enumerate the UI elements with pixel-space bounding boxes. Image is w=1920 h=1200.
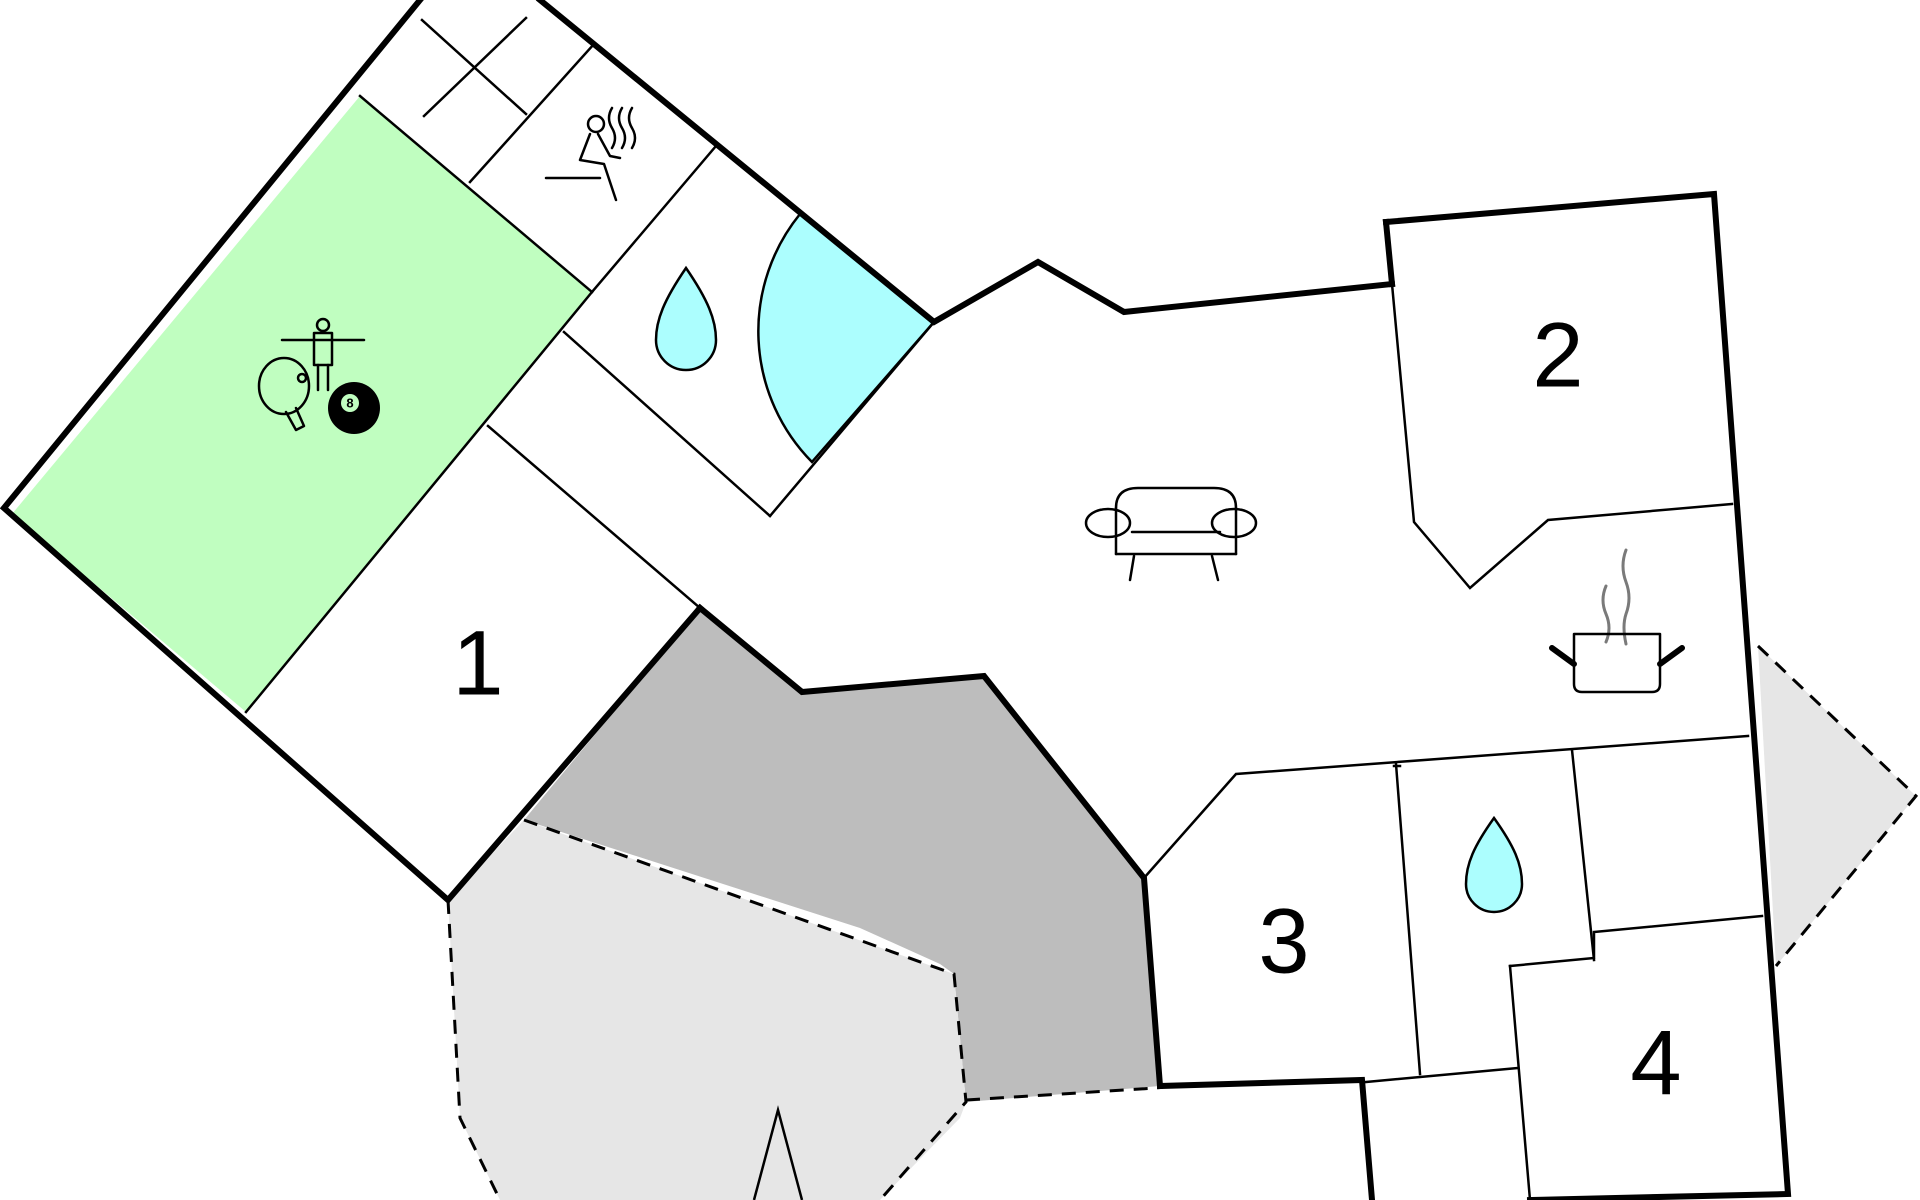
interior-wall xyxy=(1508,964,1532,1200)
terrace-outline xyxy=(965,1086,1157,1102)
water-drop-icon xyxy=(1464,815,1524,914)
table-tennis-icon xyxy=(257,356,311,432)
outer-wall-east xyxy=(1382,190,1792,1200)
terrace-outline xyxy=(446,899,502,1200)
foosball-icon xyxy=(280,317,366,392)
room-number: 3 xyxy=(1258,890,1309,992)
sauna-icon xyxy=(544,106,637,202)
interior-wall xyxy=(1142,734,1750,880)
room-number: 2 xyxy=(1532,304,1583,406)
terrace-outline xyxy=(1756,644,1919,967)
interior-wall xyxy=(358,94,594,294)
water-drop-icon xyxy=(654,265,718,372)
billiard-ball-icon: 8 xyxy=(328,382,380,434)
outer-wall-west xyxy=(0,0,705,905)
interior-wall xyxy=(244,290,594,714)
interior-wall xyxy=(1364,1066,1520,1084)
interior-wall xyxy=(1570,748,1596,962)
outer-wall-south xyxy=(1156,1076,1376,1200)
room-number: 4 xyxy=(1630,1012,1681,1114)
open-terrace-east xyxy=(1758,646,1916,966)
billiard-ball-label: 8 xyxy=(346,395,353,410)
interior-wall xyxy=(768,320,936,518)
outer-wall-north xyxy=(535,0,1396,326)
interior-wall xyxy=(590,144,718,294)
terrace-outline xyxy=(523,818,968,1200)
covered-terrace xyxy=(524,608,1160,1102)
entrance-marker xyxy=(752,1105,804,1200)
hot-tub xyxy=(757,212,936,464)
interior-wall xyxy=(486,424,702,610)
open-terrace-south xyxy=(448,820,966,1200)
interior-wall xyxy=(1390,282,1734,590)
interior-wall xyxy=(422,16,528,118)
interior-wall xyxy=(562,330,772,518)
outer-wall-notch xyxy=(1382,218,1396,288)
sofa-icon xyxy=(1084,486,1258,582)
interior-wall xyxy=(468,42,596,184)
interior-wall xyxy=(1394,762,1422,1076)
interior-wall xyxy=(1508,914,1764,968)
cooking-pot-icon xyxy=(1549,548,1685,694)
room-number: 1 xyxy=(452,612,503,714)
outer-wall-terrace xyxy=(695,603,1164,1090)
